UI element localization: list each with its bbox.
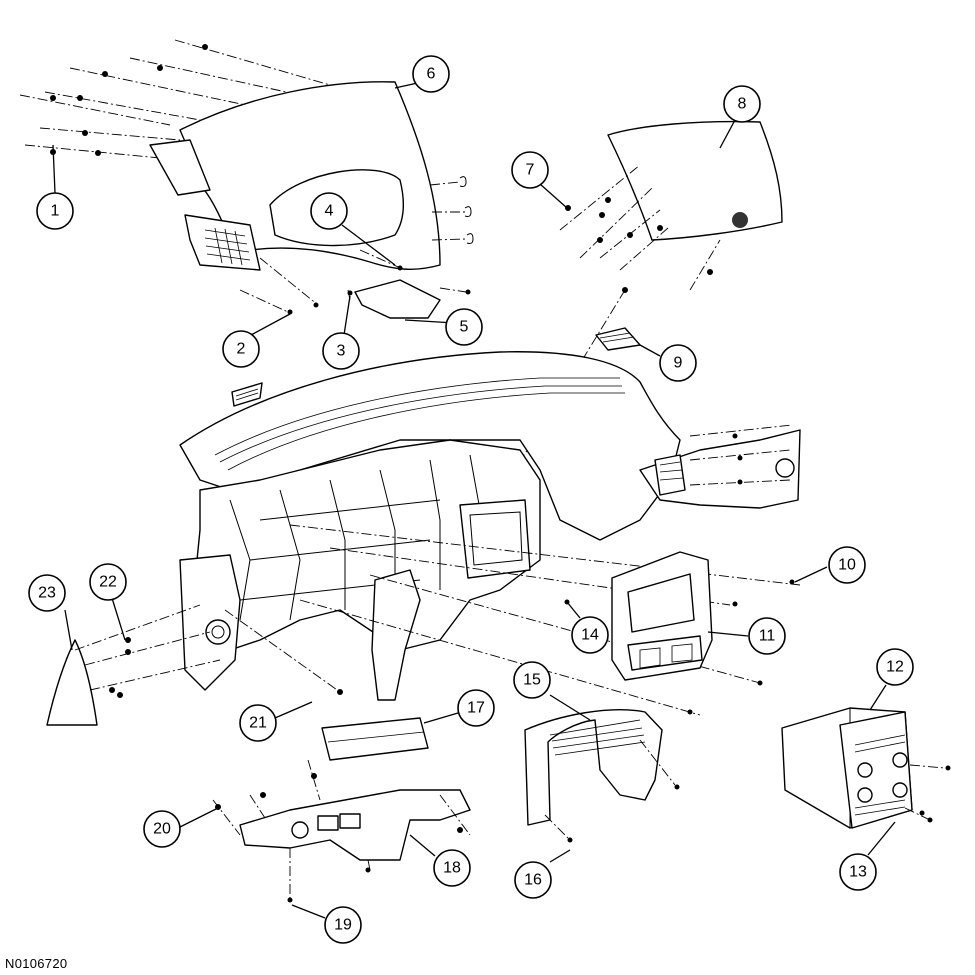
callout-18-label: 18 [443,860,461,877]
callout-8: 8 [723,85,761,123]
center-stack-bracket [524,709,680,843]
callout-16: 16 [514,861,552,899]
callout-14: 14 [571,616,609,654]
callout-17-label: 17 [467,700,485,717]
center-finish-panel [611,551,713,681]
lower-console-panel [212,759,471,903]
callout-2-label: 2 [237,341,246,358]
callout-4-label: 4 [325,203,334,220]
callout-13-label: 13 [849,864,867,881]
callout-3-label: 3 [337,343,346,360]
callout-5: 5 [445,308,483,346]
callout-17: 17 [457,689,495,727]
callout-12-label: 12 [886,659,904,676]
callout-13: 13 [839,853,877,891]
callout-3: 3 [322,332,360,370]
callout-8-label: 8 [738,96,747,113]
instrument-panel-main [179,351,801,716]
lower-trim-panel [239,249,471,319]
callout-2: 2 [222,330,260,368]
callout-7-label: 7 [526,162,535,179]
callout-16-label: 16 [524,872,542,889]
callout-23-label: 23 [38,585,56,602]
cluster-bezel-assembly [19,39,474,271]
callout-22-label: 22 [99,574,117,591]
callout-20-label: 20 [153,821,171,838]
callout-20: 20 [143,810,181,848]
callout-21-label: 21 [249,715,267,732]
left-end-cap [46,604,343,726]
callout-4: 4 [310,192,348,230]
callout-14-label: 14 [581,627,599,644]
defroster-grille-piece [595,327,641,351]
callout-21: 21 [239,704,277,742]
callout-7: 7 [511,151,549,189]
audio-unit [781,707,951,829]
callout-9-label: 9 [674,355,683,372]
callout-19-label: 19 [334,917,352,934]
callouts: 1 2 3 4 5 6 7 8 9 10 11 12 13 14 15 16 1… [28,55,914,944]
callout-12: 12 [876,648,914,686]
callout-19: 19 [324,906,362,944]
callout-15: 15 [513,661,551,699]
callout-22: 22 [89,563,127,601]
callout-1-label: 1 [51,203,60,220]
callout-9: 9 [659,344,697,382]
callout-5-label: 5 [460,319,469,336]
callout-6: 6 [412,55,450,93]
callout-10-label: 10 [838,557,856,574]
callout-23: 23 [28,574,66,612]
callout-18: 18 [433,849,471,887]
callout-10: 10 [828,546,866,584]
callout-15-label: 15 [523,672,541,689]
callout-6-label: 6 [427,66,436,83]
callout-1: 1 [36,192,74,230]
callout-11: 11 [748,617,786,655]
lower-trim-strip [321,717,429,761]
callout-11-label: 11 [759,628,776,645]
figure-code: N0106720 [5,956,68,971]
